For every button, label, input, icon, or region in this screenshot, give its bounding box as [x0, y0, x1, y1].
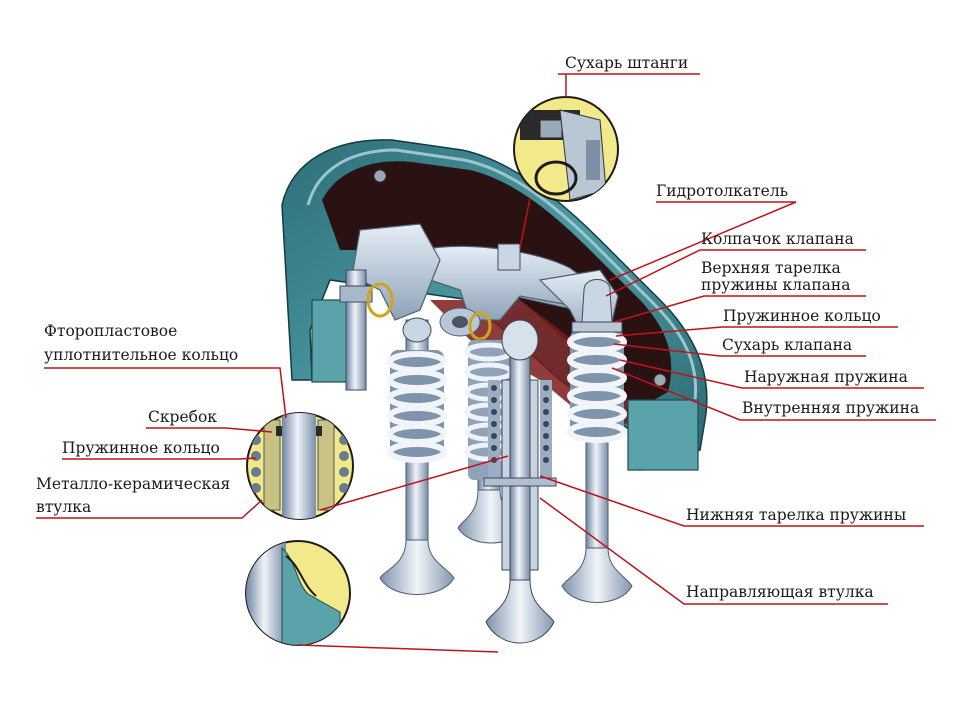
rocker-arm-assembly [339, 223, 619, 391]
rocker-pivot-ring [366, 282, 394, 318]
cover-rim [306, 148, 698, 409]
hydraulic-lifter-head [501, 319, 539, 361]
cover-bolt [373, 169, 387, 183]
label-outer-spring: Наружная пружина [744, 368, 908, 386]
label-upper-plate-line2: пружины клапана [701, 276, 851, 294]
leader-upper-plate [613, 295, 866, 323]
leader-inset-mid [319, 455, 509, 511]
valve-front [483, 319, 557, 644]
valve-spring [387, 350, 447, 463]
label-inner-spring: Внутренняя пружина [742, 399, 920, 417]
lower-spring-plate [483, 477, 557, 487]
leader-scraper [146, 427, 273, 433]
valve-head [485, 579, 555, 644]
cover-front-block [627, 399, 699, 471]
label-valve-key: Сухарь клапана [722, 336, 853, 354]
valve-head [379, 539, 455, 595]
leader-hydro-lifter [609, 201, 797, 281]
label-scraper: Скребок [148, 408, 217, 426]
label-hydro-lifter: Гидротолкатель [656, 182, 789, 200]
cover-left-block [311, 299, 353, 383]
leader-inset-bot [297, 644, 499, 653]
leader-ptfe-ring [44, 367, 287, 419]
leader-valve-cap [605, 249, 866, 297]
inset-rod-key [513, 96, 619, 202]
rod-key-socket [497, 243, 521, 271]
label-lower-plate: Нижняя тарелка пружины [686, 506, 907, 524]
label-spring-ring-left: Пружинное кольцо [62, 439, 220, 457]
upper-spring-plate [571, 321, 623, 333]
leader-rod-key-arrow [519, 197, 531, 249]
valve-cap [581, 279, 613, 323]
leader-inner-spring [611, 367, 936, 421]
label-ptfe-ring-line2: уплотнительное кольцо [44, 346, 239, 364]
label-ptfe-ring-line1: Фторопластовое [44, 322, 178, 340]
inset-sealing-ring [246, 412, 354, 520]
label-valve-cap: Колпачок клапана [701, 230, 854, 248]
valve-stem [509, 339, 531, 591]
rocker-arm-center [419, 245, 601, 321]
label-rod-key: Сухарь штанги [565, 54, 689, 72]
label-spring-ring-right: Пружинное кольцо [723, 307, 881, 325]
label-metal-ceramic-line1: Металло-керамическая [36, 475, 231, 493]
cover-bolt [653, 373, 667, 387]
inset-valve-seat [245, 540, 351, 646]
adjusting-nut [339, 285, 373, 303]
valve-left [379, 317, 455, 595]
label-guide-sleeve: Направляющая втулка [686, 583, 874, 601]
leader-metal-ceramic [36, 499, 263, 519]
leader-guide-sleeve [539, 497, 888, 605]
leader-spring-ring-r [615, 326, 898, 337]
leader-lower-plate [539, 475, 924, 527]
label-metal-ceramic-line2: втулка [36, 498, 92, 516]
leader-valve-key [613, 343, 866, 357]
label-upper-plate-line1: Верхняя тарелка [701, 259, 841, 277]
rocker-bracket-hole [452, 316, 468, 328]
leader-outer-spring [619, 359, 924, 389]
valve-cap [402, 317, 432, 343]
rocker-pivot-ring [468, 311, 492, 341]
valve-head [561, 547, 633, 603]
valve-spring [567, 330, 627, 443]
leader-spring-ring-l [62, 457, 257, 460]
leader-lines [36, 73, 936, 653]
valve-right [561, 279, 633, 603]
